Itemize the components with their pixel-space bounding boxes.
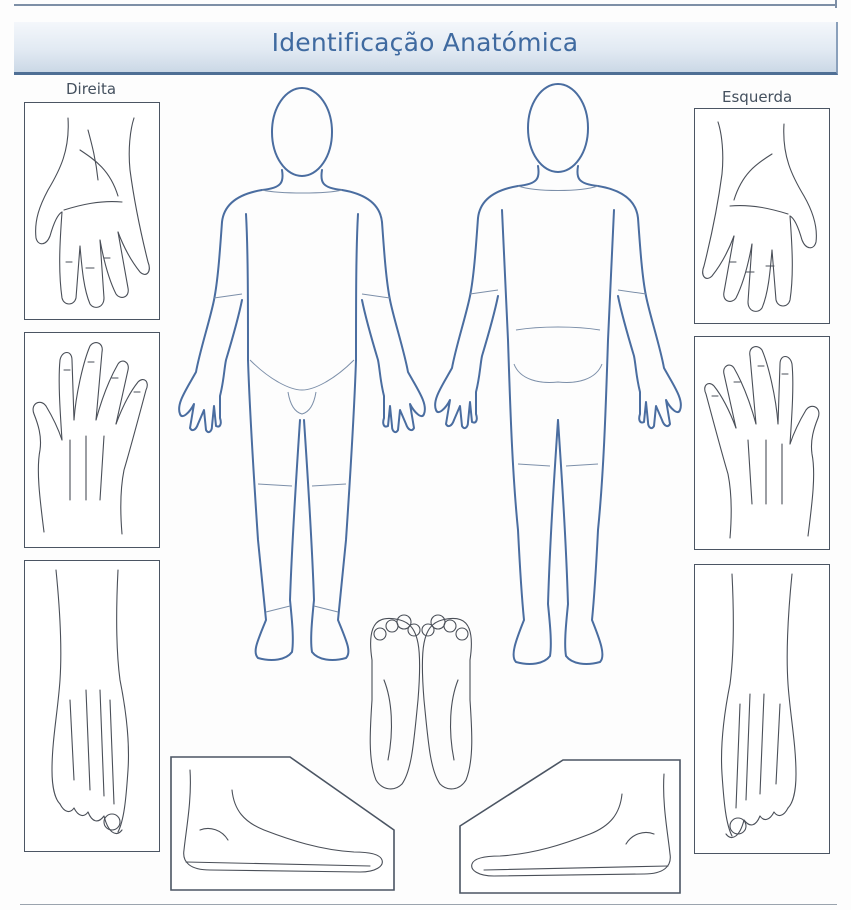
left-foot-side-box[interactable] [460,760,680,893]
right-hand-back-icon [33,343,147,534]
right-palm-icon [36,118,150,307]
bottom-rule [20,904,837,905]
body-back-icon [435,84,681,664]
left-foot-top-icon [721,574,796,838]
left-palm-icon [703,122,817,311]
left-hand-back-icon [705,347,819,538]
body-front-icon [179,88,425,660]
soles-icon [370,615,472,789]
right-foot-top-icon [52,570,129,834]
